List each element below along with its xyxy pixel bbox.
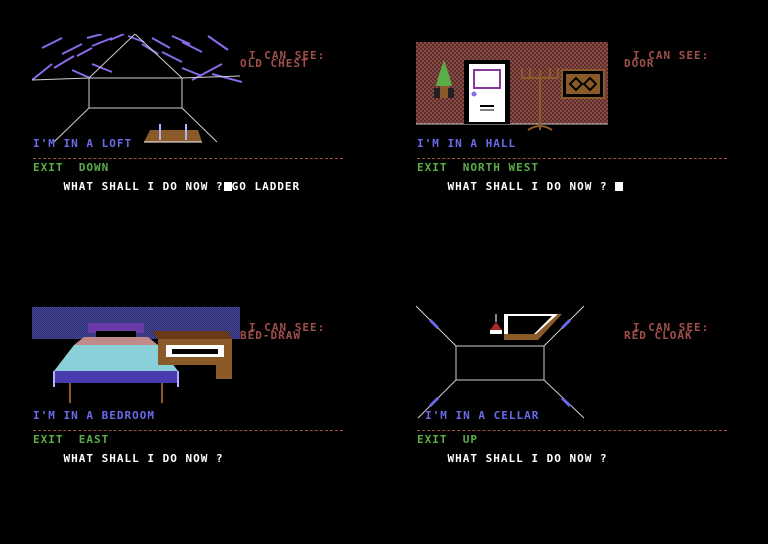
divider <box>33 430 343 431</box>
divider <box>417 158 727 159</box>
command-prompt[interactable]: WHAT SHALL I DO NOW ? <box>417 442 608 475</box>
divider <box>417 430 727 431</box>
see-heading: I CAN SEE: <box>249 49 326 62</box>
see-item: RED CLOAK <box>624 329 693 342</box>
loft-scene <box>32 34 242 143</box>
exits-text: EXIT EAST <box>33 433 110 446</box>
see-item: OLD CHEST <box>240 57 309 70</box>
cellar-scene <box>416 306 585 419</box>
see-heading: I CAN SEE: <box>633 49 710 62</box>
hall-scene <box>416 42 608 131</box>
text-cursor <box>615 182 624 191</box>
see-heading: I CAN SEE: <box>633 321 710 334</box>
prompt-label: WHAT SHALL I DO NOW ? <box>63 180 224 193</box>
prompt-label: WHAT SHALL I DO NOW ? <box>447 180 608 193</box>
see-heading: I CAN SEE: <box>249 321 326 334</box>
divider <box>33 158 343 159</box>
location-text: I'M IN A LOFT <box>33 137 133 150</box>
text-cursor <box>223 182 232 191</box>
command-input[interactable]: GO LADDER <box>231 180 301 193</box>
command-prompt[interactable]: WHAT SHALL I DO NOW ? <box>417 170 624 203</box>
command-prompt[interactable]: WHAT SHALL I DO NOW ? <box>33 442 224 475</box>
see-item: BED-DRAW <box>240 329 301 342</box>
prompt-label: WHAT SHALL I DO NOW ? <box>447 452 608 465</box>
exits-text: EXIT DOWN <box>33 161 110 174</box>
location-text: I'M IN A BEDROOM <box>33 409 155 422</box>
panel-hall: I CAN SEE: DOOR I'M IN A HALL EXIT NORTH… <box>416 30 768 230</box>
prompt-label: WHAT SHALL I DO NOW ? <box>63 452 224 465</box>
bedroom-scene <box>32 307 240 403</box>
location-text: I'M IN A HALL <box>417 137 517 150</box>
exits-text: EXIT NORTH WEST <box>417 161 539 174</box>
panel-loft: I CAN SEE: OLD CHEST I'M IN A LOFT EXIT … <box>32 30 392 230</box>
panel-cellar: I CAN SEE: RED CLOAK I'M IN A CELLAR EXI… <box>416 302 768 502</box>
exits-text: EXIT UP <box>417 433 478 446</box>
location-text: I'M IN A CELLAR <box>425 409 540 422</box>
panel-bedroom: I CAN SEE: BED-DRAW I'M IN A BEDROOM EXI… <box>32 302 392 502</box>
command-prompt[interactable]: WHAT SHALL I DO NOW ? GO LADDER <box>33 170 300 203</box>
see-item: DOOR <box>624 57 655 70</box>
